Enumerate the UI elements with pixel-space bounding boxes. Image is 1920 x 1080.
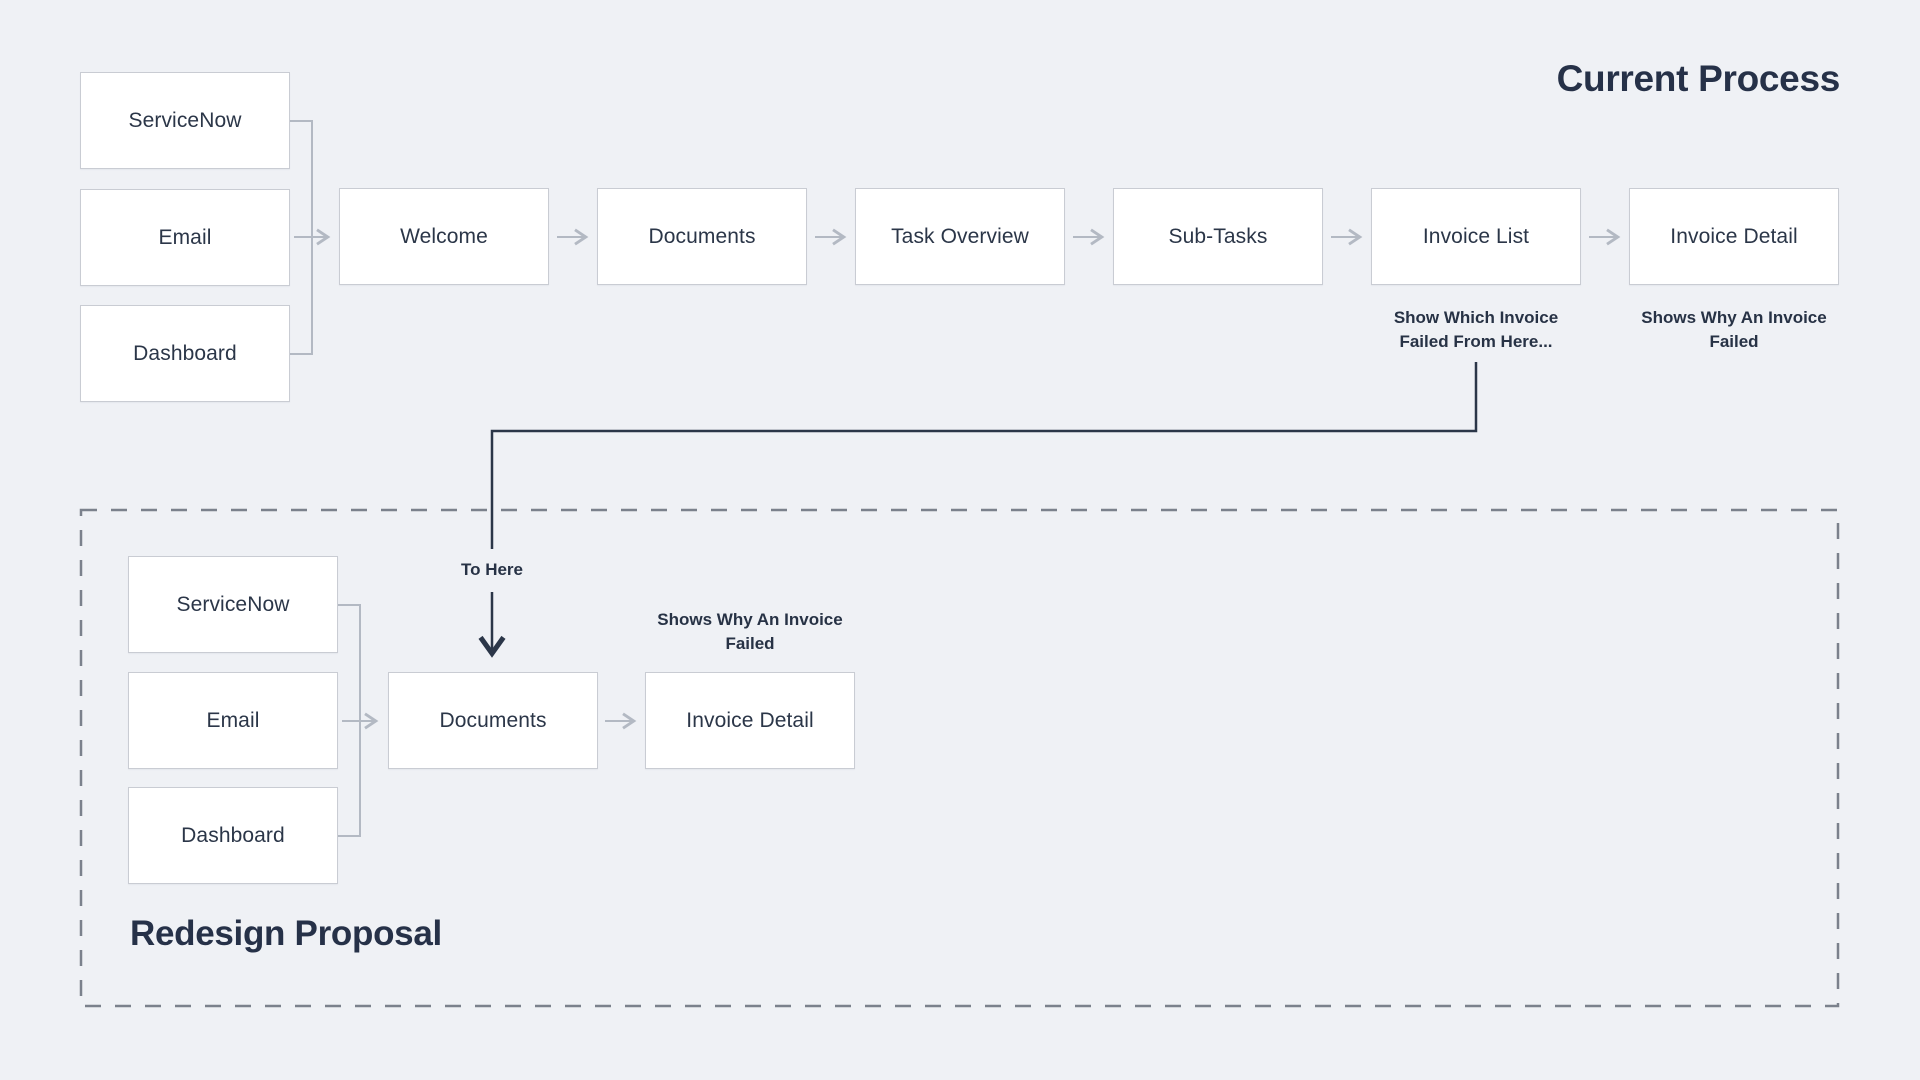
- redesign-sources-bracket: [338, 604, 361, 837]
- node-label: Sub-Tasks: [1168, 224, 1268, 248]
- current-sources-bracket: [289, 120, 313, 355]
- node-current-servicenow: ServiceNow: [80, 72, 290, 169]
- annotation-redesign-invoice-detail: Shows Why An Invoice Failed: [657, 610, 843, 653]
- node-redesign-servicenow: ServiceNow: [128, 556, 338, 653]
- node-label: Task Overview: [891, 224, 1029, 248]
- node-label: ServiceNow: [176, 592, 290, 616]
- annotation-invoice-detail: Shows Why An Invoice Failed: [1641, 308, 1827, 351]
- redesign-connector-line: [490, 362, 1478, 549]
- node-label: Email: [206, 708, 260, 732]
- redesign-proposal-title: Redesign Proposal: [130, 914, 442, 953]
- node-label: Email: [158, 225, 212, 249]
- node-label: Dashboard: [133, 341, 237, 365]
- node-redesign-dashboard: Dashboard: [128, 787, 338, 884]
- node-label: Invoice List: [1422, 224, 1530, 248]
- node-label: ServiceNow: [128, 108, 242, 132]
- node-current-welcome: Welcome: [339, 188, 549, 285]
- node-label: Dashboard: [181, 823, 285, 847]
- annotation-invoice-list: Show Which Invoice Failed From Here...: [1393, 308, 1559, 351]
- node-label: Invoice Detail: [686, 708, 814, 732]
- node-label: Welcome: [400, 224, 488, 248]
- node-current-dashboard: Dashboard: [80, 305, 290, 402]
- node-label: Invoice Detail: [1670, 224, 1798, 248]
- node-redesign-email: Email: [128, 672, 338, 769]
- node-current-sub-tasks: Sub-Tasks: [1113, 188, 1323, 285]
- node-current-documents: Documents: [597, 188, 807, 285]
- node-current-email: Email: [80, 189, 290, 286]
- connector-label-to-here: To Here: [460, 560, 524, 579]
- node-current-task-overview: Task Overview: [855, 188, 1065, 285]
- current-process-title: Current Process: [1556, 58, 1841, 99]
- node-redesign-invoice-detail: Invoice Detail: [645, 672, 855, 769]
- node-label: Documents: [648, 224, 756, 248]
- node-current-invoice-list: Invoice List: [1371, 188, 1581, 285]
- node-current-invoice-detail: Invoice Detail: [1629, 188, 1839, 285]
- node-label: Documents: [439, 708, 547, 732]
- node-redesign-documents: Documents: [388, 672, 598, 769]
